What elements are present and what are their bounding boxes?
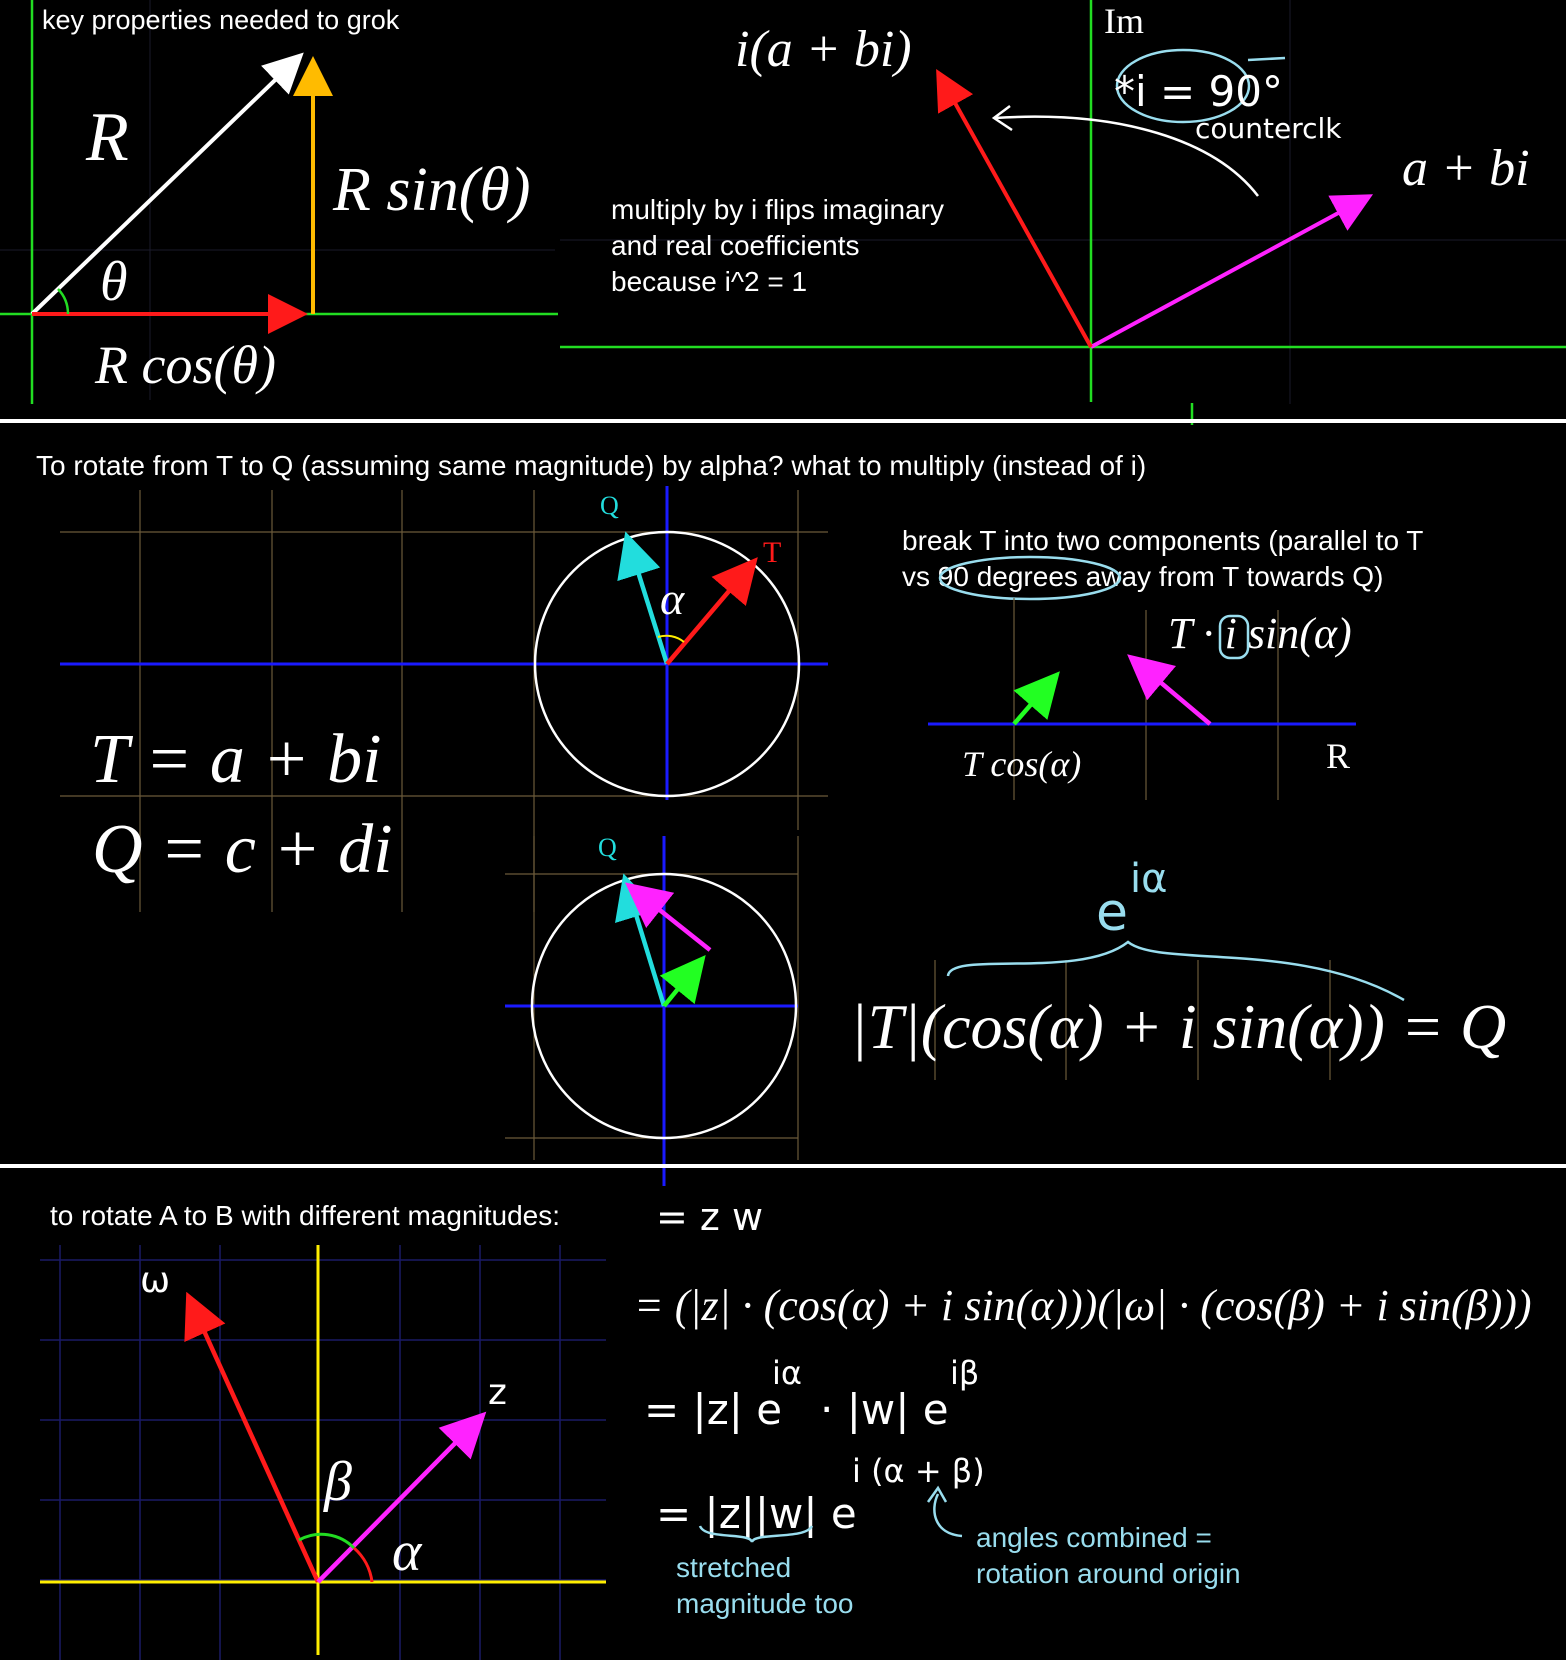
vector-tcos-2 bbox=[659, 955, 706, 1008]
note-stretched1: stretched bbox=[676, 1552, 791, 1583]
label-t: T bbox=[763, 536, 781, 569]
hand-exp-power: iα bbox=[1130, 856, 1167, 902]
vector-tisin-2 bbox=[624, 882, 712, 952]
section2-heading: To rotate from T to Q (assuming same mag… bbox=[36, 450, 1146, 481]
section3-heading: to rotate A to B with different magnitud… bbox=[50, 1200, 560, 1231]
note-angles1: angles combined = bbox=[976, 1522, 1212, 1553]
unit-circle bbox=[533, 530, 801, 798]
label-alpha-2: α bbox=[392, 1521, 423, 1583]
tan-grid-2 bbox=[505, 836, 799, 1160]
label-tcos: T cos(α) bbox=[962, 744, 1081, 784]
note-stretched2: magnitude too bbox=[676, 1588, 853, 1619]
label-q-2: Q bbox=[598, 833, 617, 862]
vector-iabi bbox=[936, 69, 1093, 348]
vector-tisin bbox=[1127, 654, 1212, 726]
product-line1: = (|z| · (cos(α) + i sin(α)))(|ω| · (cos… bbox=[634, 1281, 1532, 1330]
product-line2-exp2: iβ bbox=[950, 1354, 979, 1392]
label-rcos: R cos(θ) bbox=[94, 335, 276, 395]
vector-tcos bbox=[1012, 671, 1060, 726]
label-im: Im bbox=[1104, 1, 1144, 41]
panel1-heading: key properties needed to grok bbox=[42, 5, 400, 35]
hand-pointer-head bbox=[926, 1485, 948, 1503]
hand-rotation-arrow bbox=[994, 115, 1259, 197]
beta-arc bbox=[298, 1532, 356, 1550]
break-line2: vs 90 degrees away from T towards Q) bbox=[902, 561, 1383, 592]
hand-underbrace bbox=[698, 1525, 814, 1543]
product-line2-exp1: iα bbox=[772, 1354, 802, 1392]
flip-text-line2: and real coefficients bbox=[611, 230, 860, 261]
hand-box-i bbox=[1218, 614, 1250, 660]
alpha-arc-2 bbox=[352, 1546, 374, 1583]
hand-circle-tail bbox=[1247, 56, 1286, 62]
label-alpha: α bbox=[660, 573, 685, 624]
panel-multiply-by-i: Im i(a + bi) a + bi *i = 90° counterclk … bbox=[560, 0, 1566, 425]
label-rsin: R sin(θ) bbox=[332, 156, 530, 224]
product-line2-mid: · |w| e bbox=[820, 1385, 949, 1434]
hand-note-counterclk: counterclk bbox=[1195, 112, 1342, 145]
formula-rotation: |T|(cos(α) + i sin(α)) = Q bbox=[850, 991, 1506, 1062]
vector-r bbox=[30, 52, 304, 316]
unit-circle-2 bbox=[530, 872, 798, 1140]
note-angles2: rotation around origin bbox=[976, 1558, 1241, 1589]
section-rotate-different-magnitudes: to rotate A to B with different magnitud… bbox=[40, 1195, 1532, 1660]
label-tisin: T · i sin(α) bbox=[1168, 609, 1352, 658]
product-line3-exp: i (α + β) bbox=[852, 1452, 985, 1490]
section-rotate-same-magnitude: To rotate from T to Q (assuming same mag… bbox=[36, 450, 1506, 1186]
product-line3-base: = |z||w| e bbox=[656, 1489, 857, 1538]
hand-pointer bbox=[933, 1493, 963, 1538]
label-w: ω bbox=[140, 1260, 170, 1301]
label-beta: β bbox=[323, 1451, 352, 1513]
break-line1: break T into two components (parallel to… bbox=[902, 525, 1423, 556]
eq-t: T = a + bi bbox=[90, 721, 382, 798]
label-abi: a + bi bbox=[1402, 140, 1530, 197]
product-line2-base: = |z| e bbox=[644, 1385, 782, 1434]
flip-text-line3: because i^2 = 1 bbox=[611, 266, 807, 297]
theta-arc bbox=[57, 288, 70, 315]
alpha-arc bbox=[657, 634, 685, 643]
panel-right-triangle: key properties needed to grok R R sin(θ)… bbox=[0, 0, 558, 404]
vector-w bbox=[184, 1291, 321, 1583]
hand-circle-90 bbox=[938, 555, 1122, 601]
formula-grid bbox=[934, 960, 1331, 1080]
label-r: R bbox=[85, 99, 129, 176]
hand-zw: = z w bbox=[656, 1195, 763, 1239]
label-iabi: i(a + bi) bbox=[735, 21, 912, 78]
eq-q: Q = c + di bbox=[92, 811, 393, 888]
label-z: z bbox=[488, 1372, 507, 1413]
hand-brace bbox=[946, 940, 1405, 1002]
label-theta: θ bbox=[100, 251, 128, 313]
vector-abi bbox=[1090, 194, 1374, 349]
vector-q bbox=[617, 531, 670, 665]
navy-grid bbox=[40, 1245, 606, 1660]
hand-circle bbox=[1115, 48, 1251, 124]
vector-z bbox=[316, 1411, 487, 1584]
label-q: Q bbox=[600, 491, 619, 520]
hand-arrow-head bbox=[991, 105, 1013, 132]
vector-t bbox=[665, 557, 758, 666]
hand-note: *i = 90° bbox=[1114, 67, 1283, 116]
label-r-axis: R bbox=[1326, 736, 1350, 776]
hand-exp-base: e bbox=[1096, 883, 1128, 943]
flip-text-line1: multiply by i flips imaginary bbox=[611, 194, 944, 225]
